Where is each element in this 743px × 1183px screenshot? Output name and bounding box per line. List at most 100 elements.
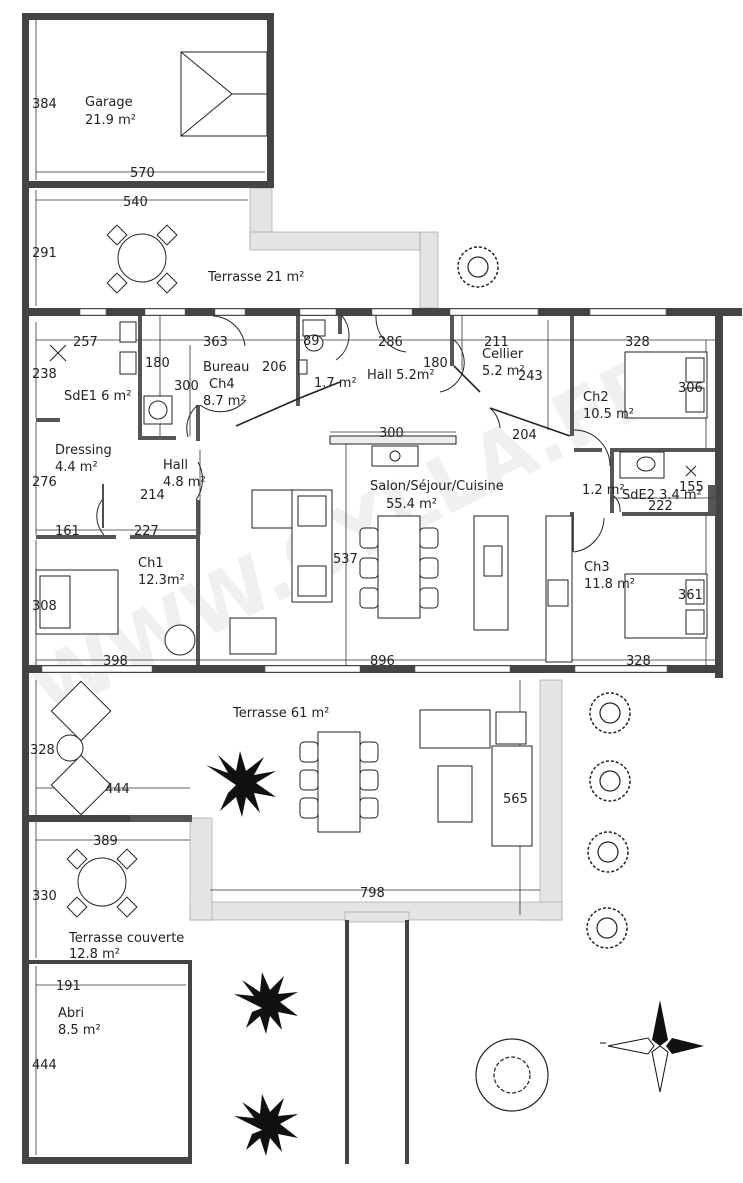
bush-icon (589, 760, 631, 802)
lounge-chair-icon (50, 754, 112, 816)
bed-icon (624, 351, 708, 419)
sofa-icon (419, 709, 491, 749)
room-ch1-name: Ch1 (138, 556, 164, 571)
room-ch3-area: 11.8 m² (584, 577, 635, 592)
dim-label: 444 (32, 1058, 57, 1073)
round-table-icon (106, 224, 178, 294)
dim-label: 896 (370, 654, 395, 669)
dimension-labels: 384 570 540 291 257 238 180 363 206 89 2… (30, 97, 704, 1073)
armchair-icon (164, 624, 196, 656)
dim-label: 300 (174, 379, 199, 394)
room-hall-entree: Hall 5.2m² (367, 368, 435, 383)
dim-label: 180 (423, 356, 448, 371)
room-labels: Garage 21.9 m² Terrasse 21 m² SdE1 6 m² … (55, 95, 702, 1038)
room-abri-area: 8.5 m² (58, 1023, 101, 1038)
dim-label: 211 (484, 335, 509, 350)
dim-label: 565 (503, 792, 528, 807)
sink-icon (119, 321, 137, 343)
sink-icon (119, 351, 137, 375)
sink-icon (371, 445, 419, 467)
room-terrasse-n: Terrasse 21 m² (207, 270, 304, 285)
room-wc2: 1.2 m² (582, 483, 625, 498)
side-table-icon (56, 734, 84, 762)
dim-label: 330 (32, 889, 57, 904)
room-sde2: SdE2 3.4 m² (622, 488, 702, 503)
dim-label: 308 (32, 599, 57, 614)
room-terrasse-s: Terrasse 61 m² (232, 706, 329, 721)
dim-label: 227 (134, 524, 159, 539)
room-ch1-area: 12.3m² (138, 573, 185, 588)
room-terrasse-couv-name: Terrasse couverte (68, 931, 184, 946)
dim-label: 180 (145, 356, 170, 371)
room-salon-area: 55.4 m² (386, 497, 437, 512)
room-sde1: SdE1 6 m² (64, 389, 131, 404)
armchair-icon (229, 617, 277, 655)
dim-label: 444 (105, 782, 130, 797)
room-bureau-name2: Ch4 (209, 377, 235, 392)
dim-label: 257 (73, 335, 98, 350)
bed-icon (624, 573, 708, 639)
paving (189, 187, 563, 923)
doors (96, 315, 621, 553)
side-table-icon (495, 711, 527, 745)
dim-label: 191 (56, 979, 81, 994)
room-hall-name: Hall (163, 458, 188, 473)
dim-label: 363 (203, 335, 228, 350)
bush-icon (587, 831, 629, 873)
counter-icon (329, 435, 457, 445)
palm-icon (234, 972, 298, 1034)
room-salon-name: Salon/Séjour/Cuisine (370, 479, 504, 494)
bush-icon (589, 692, 631, 734)
dim-label: 300 (379, 426, 404, 441)
room-ch3-name: Ch3 (584, 560, 610, 575)
palm-icon (206, 751, 276, 817)
dim-label: 286 (378, 335, 403, 350)
room-dressing-name: Dressing (55, 443, 112, 458)
room-bureau-name: Bureau (203, 360, 249, 375)
dim-label: 238 (32, 367, 57, 382)
dim-label: 222 (648, 499, 673, 514)
dim-label: 389 (93, 834, 118, 849)
room-cellier-name: Cellier (482, 347, 524, 362)
bed-icon (35, 569, 119, 635)
palm-icon (234, 1094, 298, 1156)
room-bureau-area: 8.7 m² (203, 394, 246, 409)
dim-label: 306 (678, 381, 703, 396)
room-garage-name: Garage (85, 95, 133, 110)
room-hall-area: 4.8 m² (163, 475, 206, 490)
room-ch2-area: 10.5 m² (583, 407, 634, 422)
dim-label: 328 (30, 743, 55, 758)
dim-label: 384 (32, 97, 57, 112)
sink-icon (619, 451, 665, 479)
dining-table-icon (359, 515, 439, 619)
room-ch2-name: Ch2 (583, 390, 609, 405)
room-wc: 1.7 m² (314, 376, 357, 391)
compass-rose-icon (600, 1000, 704, 1093)
furniture (35, 51, 708, 918)
room-garage-area: 21.9 m² (85, 113, 136, 128)
room-abri-name: Abri (58, 1006, 84, 1021)
dim-label: 204 (512, 428, 537, 443)
sink-icon (298, 359, 308, 375)
dim-label: 206 (262, 360, 287, 375)
round-table-icon (66, 848, 138, 918)
dim-label: 89 (303, 334, 320, 349)
coffee-table-icon (437, 765, 473, 823)
dim-label: 540 (123, 195, 148, 210)
sofa-icon (251, 489, 333, 603)
outdoor-table-icon (299, 731, 379, 833)
dim-label: 161 (55, 524, 80, 539)
tree-icon (475, 1038, 549, 1112)
sofa-icon (491, 745, 533, 847)
dim-label: 537 (333, 552, 358, 567)
dim-label: 243 (518, 369, 543, 384)
bush-icon (586, 907, 628, 949)
dim-label: 328 (626, 654, 651, 669)
dim-label: 276 (32, 475, 57, 490)
dim-label: 798 (360, 886, 385, 901)
dim-label: 214 (140, 488, 165, 503)
dim-label: 328 (625, 335, 650, 350)
dim-label: 155 (679, 480, 704, 495)
dim-label: 398 (103, 654, 128, 669)
